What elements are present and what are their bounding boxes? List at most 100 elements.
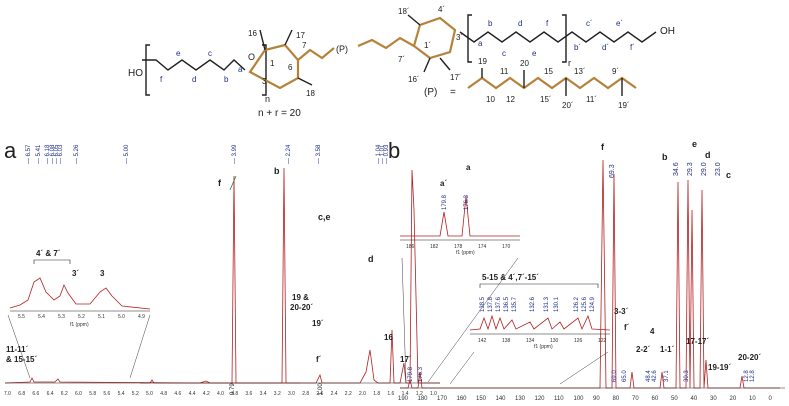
b-inset1-axis-label: 178	[454, 244, 463, 250]
ring-right-label: 17´	[450, 73, 462, 82]
b-low-peak-label: 65.0	[622, 370, 628, 382]
chain-right-label: d	[518, 19, 522, 28]
b-x-tick: 120	[535, 396, 546, 402]
b-assign-19: 19-19´	[708, 363, 731, 372]
polyene-label: 20	[520, 59, 529, 68]
ring-left-label: 16	[248, 29, 257, 38]
b-x-tick: 80	[613, 396, 620, 402]
chain-right-label: b´	[574, 43, 581, 52]
ho-label: HO	[128, 68, 143, 79]
ring-left-label: 3	[262, 77, 267, 86]
inset-b2-zoom-line-1	[449, 351, 475, 385]
b-inset1-axis-label: 182	[430, 244, 439, 250]
ring-right-label: 7´	[398, 55, 405, 64]
a-x-tick: 2.8	[302, 391, 309, 397]
b-assign-e: e	[692, 139, 697, 149]
inset-b2-axis-title: f1 (ppm)	[534, 344, 553, 350]
inset-a-group-label: 4´ & 7´	[36, 249, 61, 258]
integral-979: 9.79	[230, 383, 236, 395]
left-methyls	[259, 29, 266, 51]
p-bracket-label: (P)	[424, 87, 437, 98]
right-methyls-2	[439, 57, 451, 71]
chain-left-label: f	[160, 75, 163, 84]
chain-left-label: d	[192, 75, 196, 84]
b-assign-1: 1-1´	[660, 345, 675, 354]
n-label: n	[265, 94, 270, 104]
b-inset2-peak-label: 124.9	[590, 296, 596, 312]
polyene-label: 9´	[612, 67, 619, 76]
b-assign-2: 2-2´	[636, 345, 651, 354]
integral-f	[229, 175, 237, 191]
ring-right-label: 16´	[408, 75, 420, 84]
assign-16: 16	[384, 333, 393, 342]
inset-b2-bracket	[479, 283, 599, 288]
a-x-tick: 2.6	[316, 391, 323, 397]
inset-a-zoom-line-2	[129, 314, 151, 379]
inset-a-group-bracket	[33, 259, 71, 264]
b-x-tick: 130	[515, 396, 526, 402]
chain-right-label: d´	[602, 43, 609, 52]
a-x-tick: 6.6	[32, 391, 39, 397]
b-assign-f: f	[601, 142, 605, 152]
panel-a-label: a	[4, 138, 17, 163]
b-x-tick: 100	[574, 396, 585, 402]
inset-b2-zoom-line-2	[559, 351, 609, 385]
b-low-peak-label: 30.3	[684, 370, 690, 382]
left-bracket	[145, 44, 150, 96]
left-chain-bonds	[142, 59, 246, 71]
b-low-peak-label: 69.0	[612, 370, 618, 382]
chain-left-label: e	[176, 49, 181, 58]
b-x-tick: 180	[418, 396, 429, 402]
a-x-tick: 6.4	[47, 391, 54, 397]
a-top-peak-label: — 6.05	[54, 144, 60, 164]
b-inset2-peak-label: 137.8	[488, 296, 494, 312]
ring-right-labels: 18´4´3´1´7´16´17´	[398, 5, 463, 84]
inset-b1-spectrum	[400, 195, 520, 237]
b-inset2-axis-label: 130	[550, 338, 559, 344]
ring-left-label: 6	[288, 63, 293, 72]
right-bracket-close	[562, 14, 567, 63]
polyene-link-right	[357, 36, 415, 50]
a-x-tick: 4.6	[174, 391, 181, 397]
b-assign-20: 20-20´	[738, 353, 761, 362]
chain-right-label: f	[546, 19, 549, 28]
polyene-label: 15	[544, 67, 553, 76]
a-top-peak-label: — 0.93	[384, 144, 390, 164]
b-low-peak-label: 12.8	[750, 370, 756, 382]
panel-a-spectrum-2	[140, 167, 300, 384]
b-low-peak-label: 176.3	[418, 366, 424, 382]
p-label-left: (P)	[336, 44, 348, 54]
a-top-peak-label: — 1.01	[380, 144, 386, 164]
b-x-tick: 190	[398, 396, 409, 402]
polyene-label: 11	[500, 67, 509, 76]
ring-right-label: 4´	[438, 5, 445, 14]
b-assign-c: c	[726, 170, 731, 180]
b-assign-d: d	[705, 150, 711, 160]
a-x-tick: 4.2	[203, 391, 210, 397]
chain-left-label: b	[224, 75, 229, 84]
b-top-peak-label: 29.0	[701, 162, 708, 176]
a-inset-axis-label: 5.0	[118, 314, 125, 320]
a-top-peak-label: — 6.57	[26, 144, 32, 164]
right-bracket-open	[467, 14, 472, 63]
polyene-label: 15´	[540, 95, 552, 104]
polyene-label: 11´	[586, 95, 597, 104]
b-x-tick: 110	[554, 396, 564, 402]
ring-left-label: 1	[270, 59, 275, 68]
assign-19b: 20-20´	[290, 303, 313, 312]
panel-b-spectrum	[400, 159, 780, 389]
a-top-peak-label: — 6.03	[58, 144, 64, 164]
polyene-link-left	[297, 47, 335, 61]
inset-a-3prime: 3´	[72, 269, 79, 278]
inset-b1-a: a	[466, 163, 471, 172]
oh-label: OH	[660, 26, 675, 37]
a-inset-axis-label: 5.5	[18, 314, 25, 320]
ring-left-label: 7	[302, 41, 307, 50]
polyene-label: 19´	[618, 101, 630, 110]
